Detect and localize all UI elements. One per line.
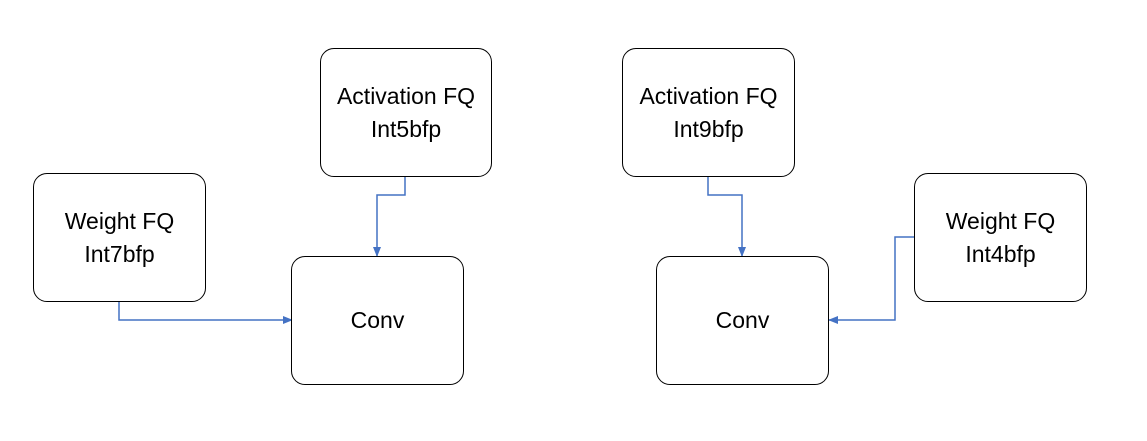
edge-right-weight-to-conv [828,236,915,324]
left-weight-fq-node: Weight FQ Int7bfp [33,173,206,302]
left-conv-label: Conv [350,307,405,333]
right-activation-fq-node: Activation FQ Int9bfp [622,48,795,177]
right-weight-fq-label: Weight FQ [945,207,1056,234]
right-activation-fq-label: Activation FQ [639,82,778,109]
left-weight-fq-format: Int7bfp [84,240,155,267]
left-activation-fq-label: Activation FQ [336,82,476,109]
left-activation-fq-format: Int5bfp [370,115,442,142]
left-activation-fq-node: Activation FQ Int5bfp [320,48,492,177]
edge-left-weight-to-conv [118,301,293,324]
right-weight-fq-format: Int4bfp [965,240,1036,267]
edge-left-activation-to-conv [373,177,406,257]
edge-right-activation-to-conv [707,177,746,257]
left-conv-node: Conv [291,256,464,385]
right-activation-fq-format: Int9bfp [673,115,744,142]
right-conv-node: Conv [656,256,829,385]
left-weight-fq-label: Weight FQ [64,207,175,234]
right-conv-label: Conv [715,307,770,333]
right-weight-fq-node: Weight FQ Int4bfp [914,173,1087,302]
